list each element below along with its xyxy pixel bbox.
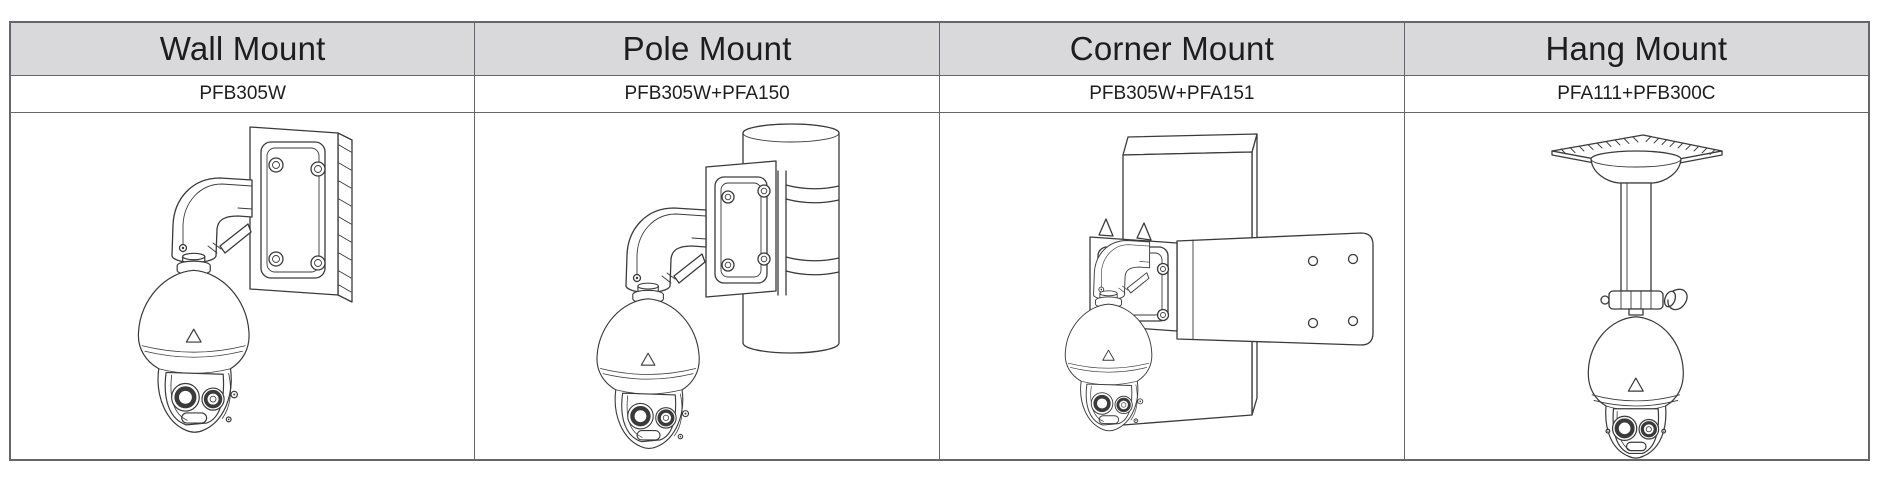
wall-mount-illustration [12, 126, 353, 459]
column-header-corner-mount: Corner Mount [939, 21, 1405, 76]
column-header-wall-mount: Wall Mount [9, 21, 476, 76]
illustration-cell-pole-mount [474, 112, 940, 461]
corner-mount-illustration [1063, 133, 1374, 433]
model-cell-corner-mount: PFB305W+PFA151 [939, 75, 1405, 113]
mount-options-panel: Wall Mount Pole Mount Corner Mount Hang … [9, 21, 1870, 461]
mount-options-table: Wall Mount Pole Mount Corner Mount Hang … [9, 21, 1870, 461]
illustration-cell-hang-mount [1403, 112, 1870, 461]
model-cell-wall-mount: PFB305W [9, 75, 476, 113]
header-row: Wall Mount Pole Mount Corner Mount Hang … [9, 21, 1870, 76]
illustration-cell-corner-mount [939, 112, 1405, 461]
model-cell-hang-mount: PFA111+PFB300C [1403, 75, 1870, 113]
column-header-pole-mount: Pole Mount [474, 21, 940, 76]
illustration-cell-wall-mount [9, 112, 476, 461]
pole-mount-illustration [476, 123, 840, 459]
illustration-row [9, 112, 1870, 461]
column-header-hang-mount: Hang Mount [1403, 21, 1870, 76]
model-row: PFB305W PFB305W+PFA150 PFB305W+PFA151 PF… [9, 75, 1870, 113]
hang-mount-illustration [1551, 134, 1724, 459]
model-cell-pole-mount: PFB305W+PFA150 [474, 75, 940, 113]
